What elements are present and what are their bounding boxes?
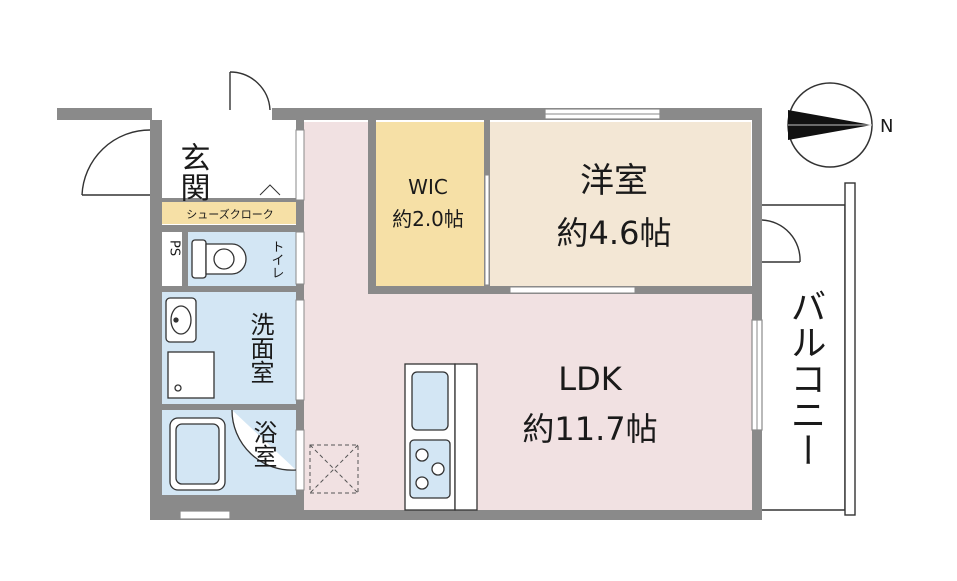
western-room [490,122,751,288]
compass-label: N [880,116,893,137]
wash-basin [165,297,197,343]
label-ldk-name: LDK [558,360,622,398]
label-wic-name: WIC [408,175,448,199]
bathtub [169,409,297,491]
label-toilet: トイレ [269,240,284,279]
label-western-name: 洋室 [580,161,648,201]
shoe-closet [162,202,298,224]
label-shoe-closet: シューズクローク [186,207,273,221]
wic-room [374,122,486,288]
label-western-area: 約4.6帖 [557,214,672,252]
label-entrance: 玄関 [175,142,210,202]
entrance-door [81,71,271,196]
label-ps: PS [167,240,182,256]
label-washroom: 洗面室 [246,312,274,384]
balcony-outline [761,182,856,516]
window-lines [545,113,758,430]
storage-cross [309,444,359,494]
label-balcony: バルコニー [785,288,826,468]
sliding-doors [295,129,636,491]
label-bathroom: 浴室 [249,420,277,468]
compass: N [787,82,893,168]
label-ldk-area: 約11.7帖 [522,410,657,448]
toilet-fixture [191,239,247,279]
label-wic-area: 約2.0帖 [392,207,464,231]
kitchen-counter [404,363,478,511]
shoe-rack-icon [259,184,281,196]
washing-machine [167,351,215,399]
